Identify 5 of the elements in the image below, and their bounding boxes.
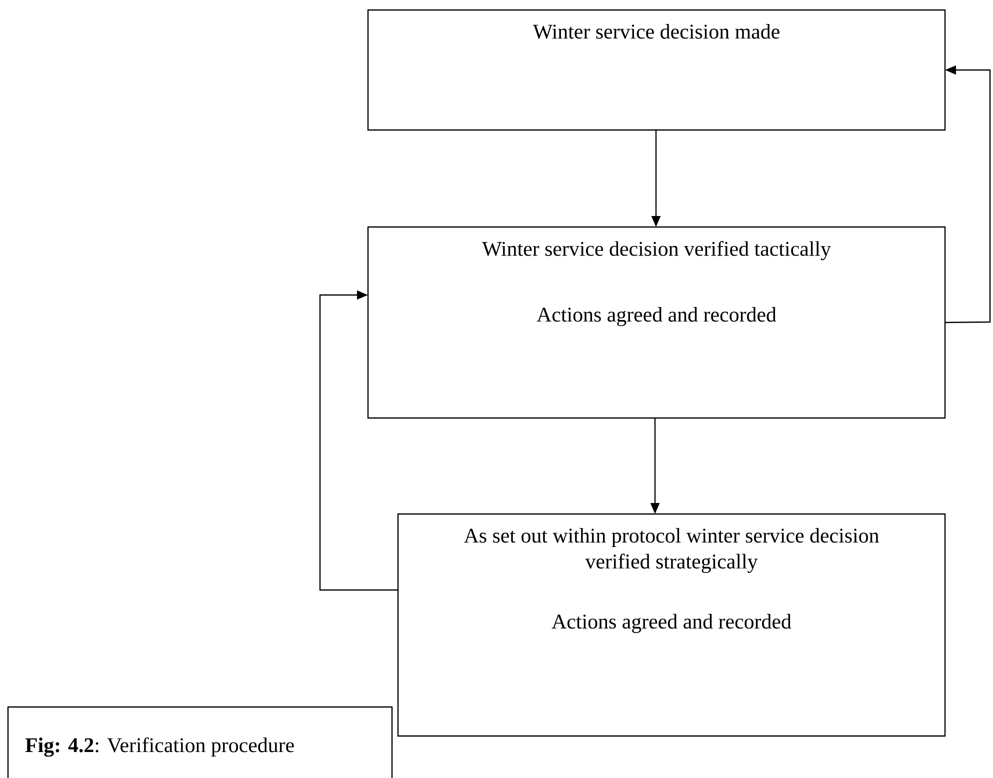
- caption-box: Fig: 4.2: Verification procedure: [7, 706, 393, 778]
- process-box: Winter service decision made: [367, 9, 946, 131]
- process-box: Winter service decision verified tactically Actions agreed and recorded: [367, 226, 946, 419]
- arrow: [319, 290, 398, 591]
- process-box: As set out within protocol winter service decision verified strategically Actions agreed and recorded: [397, 513, 946, 737]
